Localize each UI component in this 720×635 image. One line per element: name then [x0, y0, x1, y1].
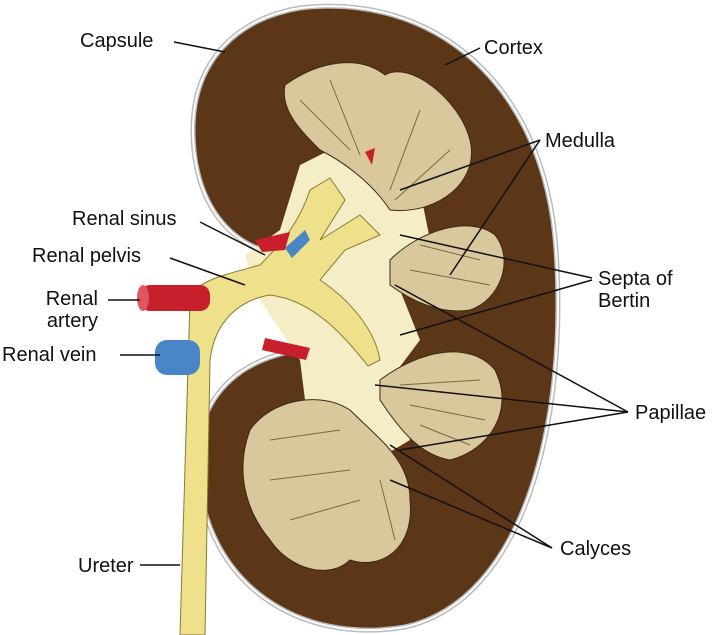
medulla-pyramid	[379, 351, 503, 461]
label-papillae: Papillae	[635, 402, 707, 424]
kidney-capsule	[191, 5, 559, 632]
medulla-pyramid	[389, 225, 505, 312]
label-capsule: Capsule	[80, 30, 154, 52]
renal-artery-opening	[137, 285, 149, 311]
label-medulla: Medulla	[545, 130, 616, 152]
label-renal-artery: Renal artery	[36, 288, 98, 332]
label-renal-pelvis: Renal pelvis	[32, 245, 141, 267]
label-renal-artery-line2: artery	[46, 310, 98, 332]
artery-branch	[262, 338, 310, 360]
label-cortex: Cortex	[484, 37, 543, 59]
label-renal-sinus: Renal sinus	[72, 208, 177, 230]
label-calyces: Calyces	[560, 538, 632, 560]
renal-artery	[140, 285, 210, 311]
label-septa-line2: Bertin	[598, 290, 651, 312]
artery-branch	[365, 148, 375, 165]
vein-branch	[285, 230, 310, 258]
renal-vein	[155, 340, 200, 375]
renal-pelvis-and-ureter	[179, 177, 381, 635]
label-renal-vein: Renal vein	[2, 344, 97, 366]
label-septa-of-bertin: Septa of Bertin	[598, 268, 673, 312]
label-ureter: Ureter	[78, 555, 134, 577]
leader-lines	[108, 41, 629, 566]
medulla-striations	[269, 79, 491, 541]
medulla-pyramid	[242, 399, 411, 571]
label-septa-line1: Septa of	[598, 268, 673, 290]
artery-branch	[255, 232, 290, 252]
label-renal-artery-line1: Renal	[45, 288, 98, 310]
